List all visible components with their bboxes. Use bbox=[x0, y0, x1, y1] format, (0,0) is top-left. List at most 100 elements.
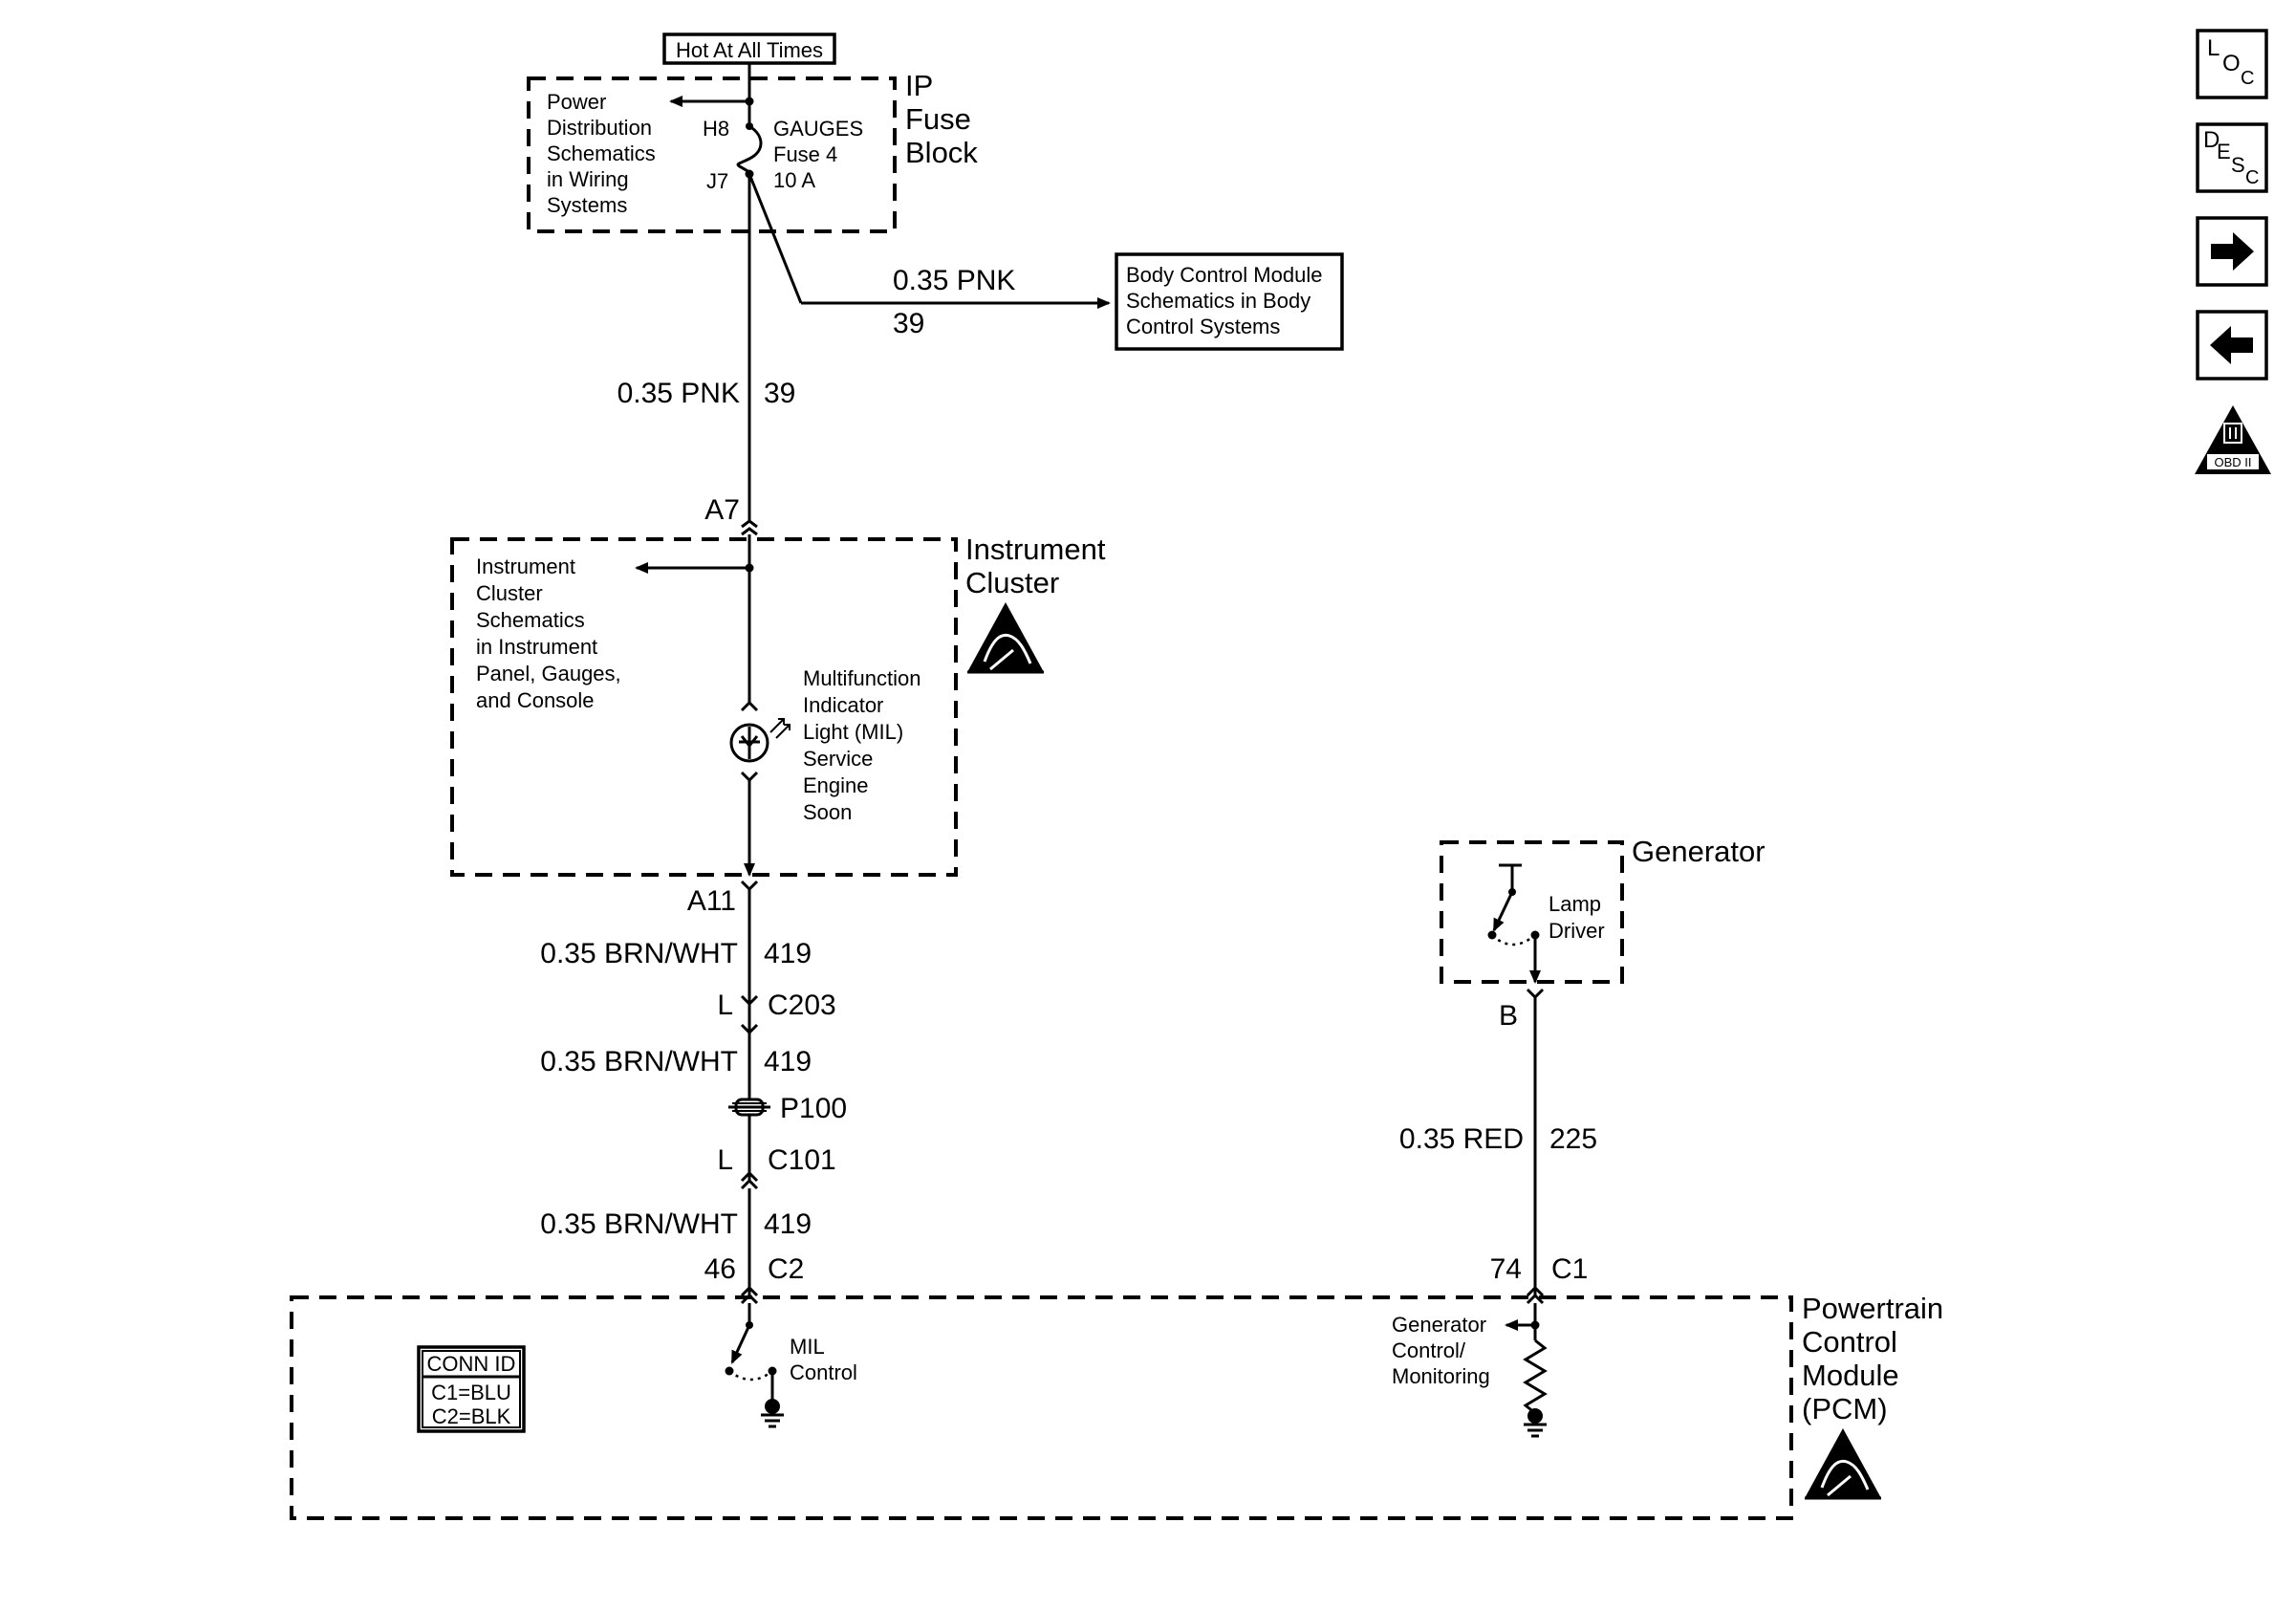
generator-control-label-1: Generator bbox=[1392, 1313, 1486, 1337]
instrument-cluster-schematics-ref[interactable]: Instrument Cluster Schematics in Instrum… bbox=[476, 555, 621, 712]
esd-sensitive-icon bbox=[967, 602, 1044, 674]
pcm-title-1: Powertrain bbox=[1802, 1292, 1943, 1325]
svg-text:L: L bbox=[717, 1144, 733, 1176]
fuse-block-title-3: Block bbox=[905, 136, 978, 169]
svg-text:C101: C101 bbox=[768, 1144, 836, 1176]
svg-text:S: S bbox=[2231, 153, 2245, 177]
pnk-wire-circuit: 39 bbox=[764, 378, 795, 409]
wire-red-225: 0.35 RED 225 bbox=[1399, 997, 1597, 1295]
svg-text:C2=BLK: C2=BLK bbox=[432, 1404, 511, 1428]
brn-wht-3-circuit: 419 bbox=[764, 1208, 812, 1240]
pcm-title-4: (PCM) bbox=[1802, 1392, 1888, 1425]
brn-wht-3-gauge-color: 0.35 BRN/WHT bbox=[540, 1208, 738, 1240]
pin-h8: H8 bbox=[703, 117, 729, 141]
pin-j7: J7 bbox=[706, 169, 728, 193]
svg-text:E: E bbox=[2217, 140, 2231, 163]
fuse-name: GAUGES bbox=[773, 117, 863, 141]
generator: Generator Lamp Driver B bbox=[1440, 835, 1765, 1032]
brn-wht-1-circuit: 419 bbox=[764, 938, 812, 969]
generator-control-label-2: Control/ bbox=[1392, 1338, 1466, 1362]
svg-text:Schematics in Body: Schematics in Body bbox=[1126, 289, 1310, 313]
mil-control-label-2: Control bbox=[790, 1360, 857, 1384]
pcm-title-2: Control bbox=[1802, 1325, 1897, 1359]
svg-text:Distribution: Distribution bbox=[547, 116, 652, 140]
svg-text:Indicator: Indicator bbox=[803, 693, 883, 717]
fuse-block-title-1: IP bbox=[905, 69, 933, 102]
red-wire-circuit: 225 bbox=[1549, 1123, 1597, 1155]
fuse-number: Fuse 4 bbox=[773, 142, 837, 166]
conn-id-box: CONN ID C1=BLU C2=BLK bbox=[417, 1345, 526, 1433]
mil-bulb-icon bbox=[729, 718, 791, 763]
mil-control-switch bbox=[725, 1303, 777, 1403]
svg-text:Multifunction: Multifunction bbox=[803, 666, 921, 690]
pin-a7: A7 bbox=[704, 494, 740, 526]
next-page-button[interactable] bbox=[2196, 216, 2268, 287]
generator-outline bbox=[1440, 840, 1624, 984]
description-button[interactable]: D E S C bbox=[2196, 122, 2268, 193]
svg-text:C203: C203 bbox=[768, 990, 836, 1021]
generator-control-label-3: Monitoring bbox=[1392, 1364, 1490, 1388]
connector-c2: C2 bbox=[768, 1253, 804, 1285]
wire-pnk-39: 0.35 PNK 39 0.35 PNK 39 bbox=[617, 173, 1111, 521]
location-button[interactable]: L O C bbox=[2196, 29, 2268, 99]
lamp-driver-switch bbox=[1492, 891, 1514, 932]
svg-text:Panel, Gauges,: Panel, Gauges, bbox=[476, 662, 621, 685]
svg-text:C1=BLU: C1=BLU bbox=[431, 1381, 511, 1404]
svg-text:Soon: Soon bbox=[803, 800, 852, 824]
svg-text:CONN ID: CONN ID bbox=[427, 1352, 516, 1376]
previous-page-button[interactable] bbox=[2196, 310, 2268, 381]
instrument-cluster-outline bbox=[450, 537, 958, 877]
svg-text:in Wiring: in Wiring bbox=[547, 167, 629, 191]
svg-text:L: L bbox=[2207, 35, 2220, 61]
generator-control-circuit bbox=[1505, 1303, 1548, 1415]
pin-74: 74 bbox=[1490, 1253, 1522, 1285]
red-wire-gauge-color: 0.35 RED bbox=[1399, 1123, 1524, 1155]
pin-a11: A11 bbox=[687, 885, 736, 917]
lamp-driver-label-1: Lamp bbox=[1549, 892, 1601, 916]
brn-wht-2-gauge-color: 0.35 BRN/WHT bbox=[540, 1046, 738, 1077]
mil-ground-icon bbox=[761, 1399, 784, 1428]
pnk-wire-gauge-color: 0.35 PNK bbox=[617, 378, 740, 409]
obd-ii-button[interactable]: OBD II bbox=[2195, 405, 2271, 474]
instrument-cluster-title-2: Cluster bbox=[965, 566, 1059, 599]
nav-toolbar: L O C D E S C OBD II bbox=[2195, 29, 2271, 474]
connector-c1: C1 bbox=[1551, 1253, 1588, 1285]
svg-text:Cluster: Cluster bbox=[476, 581, 543, 605]
fuse-symbol bbox=[736, 124, 763, 174]
pin-46: 46 bbox=[704, 1253, 736, 1285]
brn-wht-2-circuit: 419 bbox=[764, 1046, 812, 1077]
fuse-block-outline bbox=[527, 76, 897, 233]
mil-description: Multifunction Indicator Light (MIL) Serv… bbox=[803, 666, 921, 824]
mil-control-label-1: MIL bbox=[790, 1335, 825, 1359]
pcm-title-3: Module bbox=[1802, 1359, 1899, 1392]
pcm: 46 C2 74 C1 Powertrain Control Module (P… bbox=[290, 1253, 1943, 1520]
lamp-driver-label-2: Driver bbox=[1549, 919, 1605, 943]
svg-text:Instrument: Instrument bbox=[476, 555, 575, 578]
svg-text:Engine: Engine bbox=[803, 773, 869, 797]
svg-text:D: D bbox=[2203, 127, 2220, 153]
pin-b: B bbox=[1499, 1000, 1518, 1032]
arrow-left-icon bbox=[2210, 326, 2253, 364]
brn-wht-1-gauge-color: 0.35 BRN/WHT bbox=[540, 938, 738, 969]
svg-text:C: C bbox=[2241, 68, 2254, 89]
arrow-right-icon bbox=[2211, 232, 2254, 271]
obd-ii-label: OBD II bbox=[2214, 455, 2251, 469]
svg-text:Light (MIL): Light (MIL) bbox=[803, 720, 903, 744]
svg-text:Systems: Systems bbox=[547, 193, 627, 217]
svg-text:L: L bbox=[717, 990, 733, 1021]
splice-p100: P100 bbox=[728, 1093, 847, 1124]
connector-c101: L C101 bbox=[717, 1144, 836, 1190]
fuse-rating: 10 A bbox=[773, 168, 815, 192]
fuse-block-title-2: Fuse bbox=[905, 102, 971, 136]
svg-text:Schematics: Schematics bbox=[547, 141, 656, 165]
bcm-schematics-ref[interactable]: Body Control Module Schematics in Body C… bbox=[1115, 252, 1344, 351]
instrument-cluster: A7 Instrument Cluster Instrument Cluster… bbox=[450, 494, 1106, 917]
ip-fuse-block: Hot At All Times IP Fuse Block Power Dis… bbox=[527, 33, 978, 233]
svg-text:Body Control Module: Body Control Module bbox=[1126, 263, 1322, 287]
resistor-icon bbox=[1523, 1338, 1548, 1415]
svg-text:C: C bbox=[2245, 167, 2259, 188]
svg-text:Power: Power bbox=[547, 90, 606, 114]
svg-text:Schematics: Schematics bbox=[476, 608, 585, 632]
power-distribution-ref[interactable]: Power Distribution Schematics in Wiring … bbox=[547, 90, 656, 217]
